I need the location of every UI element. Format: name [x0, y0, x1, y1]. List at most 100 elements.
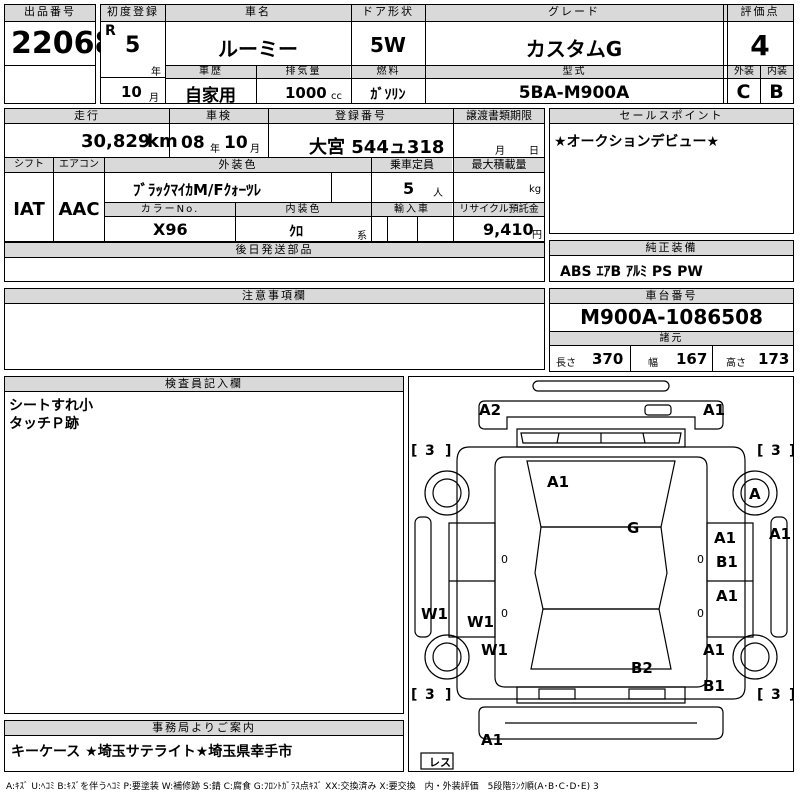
wheel-front-left [424, 470, 470, 516]
import-label: 輸入車 [372, 203, 452, 216]
notes-box: 注意事項欄 [4, 288, 545, 370]
damage-mark: A [749, 485, 761, 503]
office-notice: キーケース ★埼玉サテライト★埼玉県幸手市 [11, 744, 293, 760]
parts-label: 後日発送部品 [5, 243, 544, 257]
spare-tire-label: レス [429, 756, 451, 769]
panel-zero-mark: 0 [697, 553, 704, 566]
wheel-rear-left [424, 634, 470, 680]
damage-mark: G [627, 519, 639, 537]
damage-mark: W1 [421, 605, 448, 623]
fuel-label: 燃料 [352, 66, 425, 78]
inspection-year: 08 [181, 133, 205, 153]
ac-label: エアコン [54, 158, 104, 172]
interior-color-unit: 系 [357, 231, 367, 242]
spec-label: 諸元 [550, 332, 793, 345]
recycle-unit: 円 [532, 230, 542, 241]
panel-zero-mark: 0 [501, 607, 508, 620]
length-label: 長さ [556, 358, 576, 369]
grade-label: グレード [425, 5, 723, 21]
mileage-unit: km [147, 131, 178, 152]
exterior-color: ﾌﾞﾗｯｸﾏｲｶM/Fｸｫｰﾂﾚ [133, 181, 262, 199]
interior-color-label: 内装色 [236, 203, 371, 216]
grade: カスタムG [525, 37, 623, 61]
lot-number: 22068 [11, 27, 116, 61]
svg-text:[: [ [757, 687, 763, 703]
svg-text:]: ] [789, 687, 793, 703]
exterior-grade: C [736, 81, 751, 103]
shift-type: IAT [13, 199, 45, 220]
displacement-unit: cc [331, 91, 342, 102]
office-box: 事務局よりご案内 キーケース ★埼玉サテライト★埼玉県幸手市 [4, 720, 404, 772]
front-bumper-shape [478, 400, 724, 430]
wheel-front-right [732, 470, 778, 516]
damage-mark: W1 [467, 613, 494, 631]
payload-label: 最大積載量 [454, 158, 544, 172]
panel-zero-mark: 0 [501, 553, 508, 566]
transfer-day-unit: 日 [529, 146, 539, 157]
interior-color: ｸﾛ [289, 224, 303, 240]
damage-mark: A2 [479, 401, 501, 419]
mileage: 30,829 [81, 131, 151, 152]
door-type: 5W [370, 33, 406, 57]
inspector-box: 検査員記入欄 シートすれ小 タッチＰ跡 [4, 376, 404, 714]
svg-text:]: ] [445, 443, 451, 459]
plate-number: 大宮 544ュ318 [309, 137, 445, 158]
wheel-rear-right [732, 634, 778, 680]
rear-bumper-shape [478, 706, 724, 740]
history: 自家用 [185, 86, 236, 106]
inspector-label: 検査員記入欄 [5, 377, 403, 391]
width-label: 幅 [648, 358, 658, 369]
inspection-year-unit: 年 [210, 144, 220, 155]
sales-point-box: セールスポイント ★オークションデビュー★ [549, 108, 794, 234]
recycle-label: リサイクル預託金 [454, 203, 544, 216]
history-label: 車歴 [166, 66, 256, 78]
car-diagram-svg: [3] [3] [3] [3] A2A1A1AGA1A1B1A1W1W1W1A1… [411, 380, 793, 770]
interior-label: 内装 [761, 66, 793, 78]
ac-type: AAC [58, 199, 100, 220]
sales-point-label: セールスポイント [550, 109, 793, 123]
inspection-month: 10 [224, 133, 248, 153]
year-unit: 年 [151, 67, 161, 78]
capacity: 5 [403, 179, 415, 198]
lot-number-box: 出品番号 22068 [4, 4, 115, 104]
inspection-label: 車検 [170, 109, 268, 123]
length: 370 [592, 350, 624, 368]
panel-zero-mark: 0 [697, 607, 704, 620]
plate-label: 登録番号 [269, 109, 453, 123]
capacity-unit: 人 [433, 188, 443, 199]
first-reg-month: 10 [121, 83, 142, 101]
capacity-label: 乗車定員 [372, 158, 452, 172]
vehicle-details-box: 走行 車検 登録番号 譲渡書類期限 30,829 km 08 年 10 月 大宮… [4, 108, 545, 242]
inspector-note-1: シートすれ小 [9, 398, 93, 414]
transfer-month-unit: 月 [495, 146, 505, 157]
damage-mark: A1 [703, 401, 725, 419]
model-label: 型式 [426, 66, 723, 78]
score: 4 [750, 29, 770, 62]
displacement-label: 排気量 [257, 66, 350, 78]
equipment-box: 純正装備 ABS ｴｱB ｱﾙﾐ PS PW [549, 240, 794, 282]
width: 167 [676, 350, 708, 368]
car-body-outline [456, 446, 746, 700]
notes-label: 注意事項欄 [5, 289, 544, 303]
parts-box: 後日発送部品 [4, 242, 545, 282]
tire-mark-fl: 3 [425, 443, 435, 459]
damage-mark: A1 [547, 473, 569, 491]
svg-text:]: ] [789, 443, 793, 459]
legend: A:ｷｽﾞ U:ﾍｺﾐ B:ｷｽﾞを伴うﾍｺﾐ P:要塗装 W:補修跡 S:錆 … [6, 782, 599, 792]
first-reg-label: 初度登録 [101, 5, 165, 21]
lot-number-label: 出品番号 [5, 5, 95, 21]
score-label: 評価点 [727, 5, 793, 21]
door-label: ドア形状 [351, 5, 425, 21]
svg-text:[: [ [757, 443, 763, 459]
office-label: 事務局よりご案内 [5, 721, 403, 735]
height: 173 [758, 350, 790, 368]
car-info-box: 初度登録 車名 ドア形状 グレード 評価点 R 5 年 10 月 ルーミー 5W… [100, 4, 794, 106]
inspection-month-unit: 月 [250, 144, 260, 155]
svg-text:[: [ [411, 443, 417, 459]
shift-label: シフト [5, 158, 53, 172]
damage-mark: B1 [716, 553, 738, 571]
damage-mark: A1 [703, 641, 725, 659]
car-name: ルーミー [218, 37, 298, 61]
car-diagram: [3] [3] [3] [3] A2A1A1AGA1A1B1A1W1W1W1A1… [408, 376, 794, 772]
fuel: ｶﾞｿﾘﾝ [370, 87, 406, 103]
